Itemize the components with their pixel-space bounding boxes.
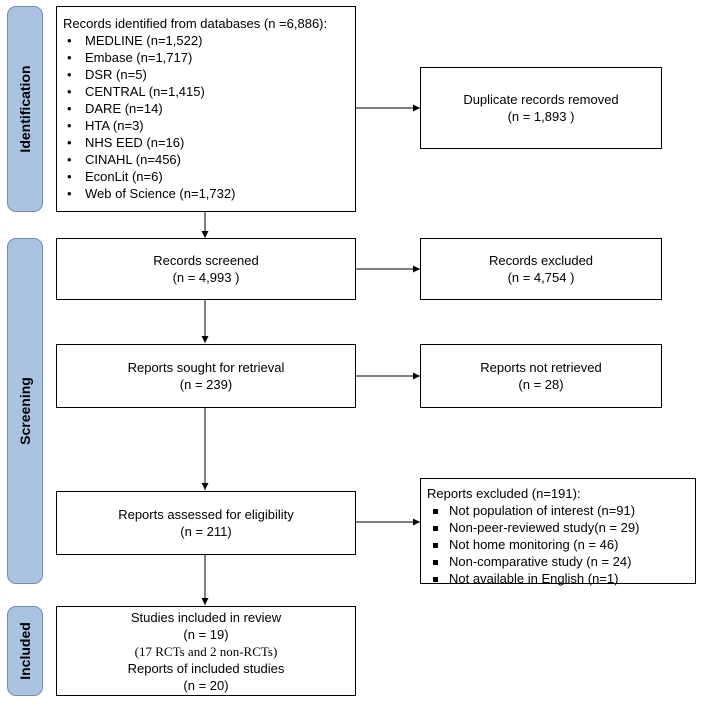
database-item: MEDLINE (n=1,522): [63, 32, 349, 49]
duplicates-removed-label: Duplicate records removed: [463, 92, 619, 107]
stage-included: Included: [7, 606, 43, 696]
included-studies-box: Studies included in review (n = 19) (17 …: [56, 606, 356, 696]
database-item: DARE (n=14): [63, 100, 349, 117]
reports-assessed-box: Reports assessed for eligibility (n = 21…: [56, 491, 356, 555]
database-item: DSR (n=5): [63, 66, 349, 83]
reports-included-label: Reports of included studies: [127, 660, 285, 676]
exclusion-reason-item: Not available in English (n=1): [427, 570, 689, 587]
database-item: Embase (n=1,717): [63, 49, 349, 66]
stage-identification-label: Identification: [17, 65, 33, 153]
records-excluded-box: Records excluded (n = 4,754 ): [420, 238, 662, 300]
database-item: Web of Science (n=1,732): [63, 185, 349, 202]
reports-not-retrieved-box: Reports not retrieved (n = 28): [420, 344, 662, 408]
database-item: EconLit (n=6): [63, 168, 349, 185]
database-item: CENTRAL (n=1,415): [63, 83, 349, 100]
reports-not-retrieved-label: Reports not retrieved: [480, 360, 602, 375]
studies-included-label: Studies included in review: [130, 609, 282, 625]
exclusion-reason-item: Non-comparative study (n = 24): [427, 553, 689, 570]
database-list: MEDLINE (n=1,522) Embase (n=1,717) DSR (…: [63, 32, 349, 202]
stage-screening: Screening: [7, 238, 43, 584]
stage-screening-label: Screening: [17, 377, 33, 445]
database-item: CINAHL (n=456): [63, 151, 349, 168]
reports-not-retrieved-count: (n = 28): [518, 377, 564, 392]
records-screened-count: (n = 4,993 ): [172, 270, 240, 285]
database-item: NHS EED (n=16): [63, 134, 349, 151]
exclusion-reason-item: Non-peer-reviewed study(n = 29): [427, 519, 689, 536]
exclusion-reason-list: Not population of interest (n=91) Non-pe…: [427, 502, 689, 587]
records-screened-label: Records screened: [153, 253, 259, 268]
reports-excluded-box: Reports excluded (n=191): Not population…: [420, 478, 696, 587]
reports-sought-box: Reports sought for retrieval (n = 239): [56, 344, 356, 408]
duplicates-removed-count: (n = 1,893 ): [507, 109, 575, 124]
reports-assessed-label: Reports assessed for eligibility: [118, 507, 294, 522]
stage-identification: Identification: [7, 6, 43, 212]
stage-included-label: Included: [17, 622, 33, 680]
exclusion-reason-item: Not population of interest (n=91): [427, 502, 689, 519]
records-excluded-count: (n = 4,754 ): [507, 270, 575, 285]
reports-assessed-count: (n = 211): [180, 524, 232, 539]
reports-sought-count: (n = 239): [179, 377, 233, 392]
studies-included-count: (n = 19): [183, 626, 229, 642]
reports-excluded-title: Reports excluded (n=191):: [427, 486, 581, 501]
records-identified-title: Records identified from databases (n =6,…: [63, 16, 328, 31]
reports-sought-label: Reports sought for retrieval: [127, 360, 285, 375]
records-excluded-label: Records excluded: [488, 253, 594, 268]
studies-included-note: (17 RCTs and 2 non-RCTs): [134, 643, 278, 659]
exclusion-reason-item: Not home monitoring (n = 46): [427, 536, 689, 553]
reports-included-count: (n = 20): [183, 677, 229, 693]
duplicates-removed-box: Duplicate records removed (n = 1,893 ): [420, 67, 662, 149]
records-screened-box: Records screened (n = 4,993 ): [56, 238, 356, 300]
records-identified-box: Records identified from databases (n =6,…: [56, 6, 356, 212]
database-item: HTA (n=3): [63, 117, 349, 134]
